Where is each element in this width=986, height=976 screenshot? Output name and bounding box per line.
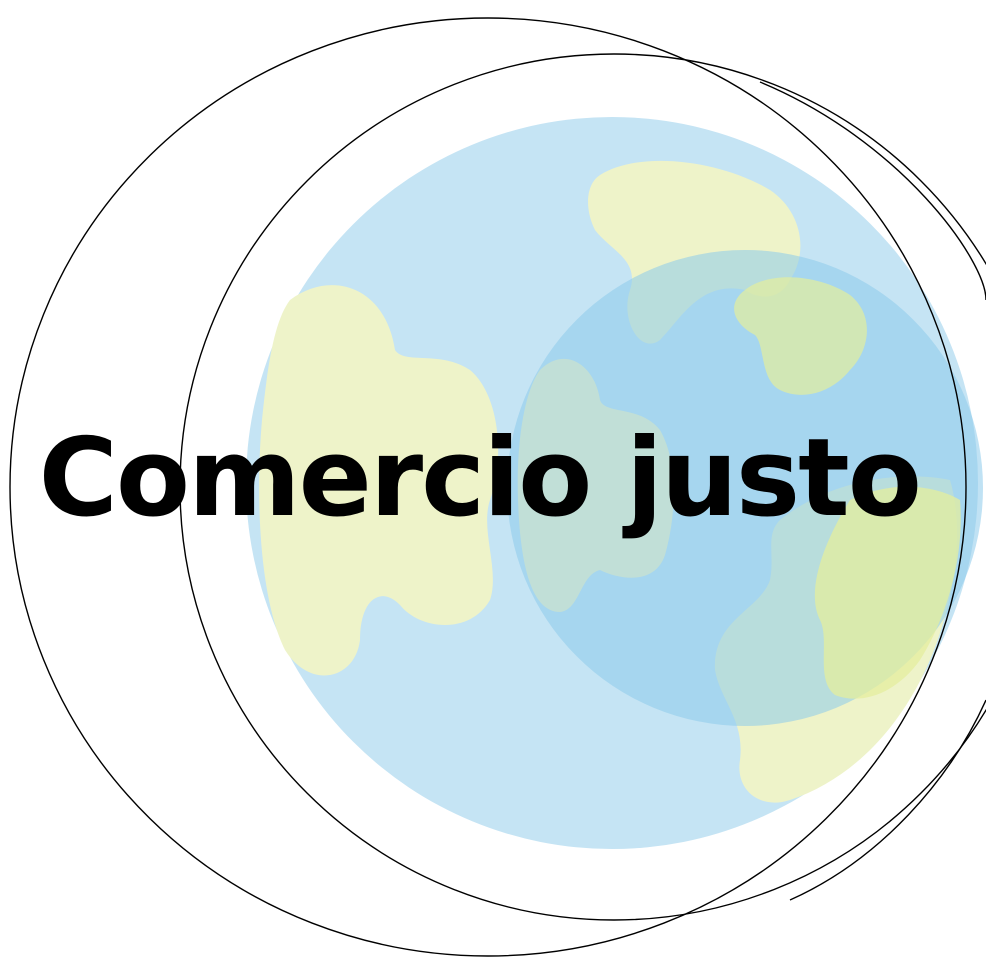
page-title: Comercio justo (38, 416, 922, 541)
land-mass-west (259, 285, 499, 676)
inner-land-west (517, 358, 674, 612)
globe-icon (246, 117, 983, 849)
outline-arc-edge (759, 81, 986, 901)
inner-land-north (734, 277, 867, 395)
outline-ring-right (179, 53, 986, 921)
outline-ring-large (9, 17, 967, 957)
inner-land-east (814, 486, 961, 699)
